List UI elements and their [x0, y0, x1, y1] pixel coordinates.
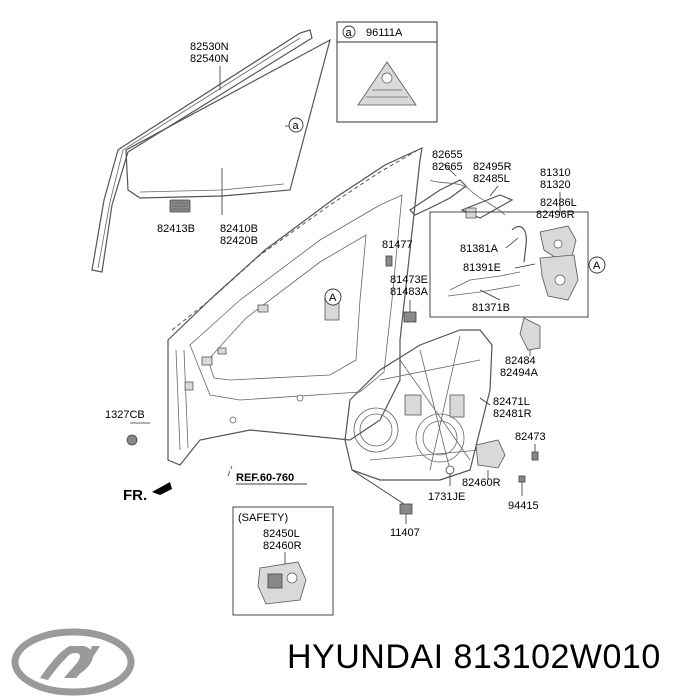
callout-82450L: 82450L	[263, 528, 300, 540]
latch-module-box: 81310 81320 82486L 82496R 81381A 81391E …	[429, 167, 589, 318]
callout-81381A: 81381A	[460, 243, 499, 255]
callout-82495R: 82495R	[473, 161, 512, 173]
outside-handle	[460, 194, 514, 219]
part-number-footer: HYUNDAI 813102W010	[287, 638, 661, 676]
ref-callout: REF.60-760	[227, 465, 310, 485]
callout-82540N: 82540N	[190, 53, 229, 65]
front-arrow: FR.	[123, 482, 172, 504]
callout-96111A: 96111A	[366, 27, 403, 39]
marker-a-glass: a	[288, 117, 304, 133]
callout-82413B: 82413B	[157, 223, 195, 235]
marker-a-door: A	[324, 288, 342, 306]
callout-81310: 81310	[540, 167, 571, 179]
glass-pad	[169, 199, 191, 213]
callout-81391E: 81391E	[463, 262, 501, 274]
svg-text:A: A	[593, 260, 601, 272]
door-frame	[167, 146, 423, 466]
safety-box: (SAFETY) 82450L 82460R	[232, 506, 334, 616]
callout-82485L: 82485L	[473, 173, 510, 185]
callout-82473: 82473	[515, 431, 546, 443]
svg-text:FR.: FR.	[123, 487, 147, 504]
callout-94415: 94415	[508, 500, 539, 512]
callout-81483A: 81483A	[390, 286, 429, 298]
window-regulator	[344, 329, 493, 481]
callout-1327CB: 1327CB	[105, 409, 145, 421]
callout-82530N: 82530N	[190, 41, 229, 53]
callout-11407: 11407	[390, 527, 420, 539]
callout-ref: REF.60-760	[236, 472, 294, 484]
callout-82665: 82665	[432, 161, 463, 173]
callout-82484: 82484	[505, 355, 536, 367]
callout-82420B: 82420B	[220, 235, 258, 247]
callout-82481R: 82481R	[493, 408, 532, 420]
callout-safety: (SAFETY)	[238, 512, 288, 524]
callout-81477: 81477	[382, 239, 413, 251]
callout-81320: 81320	[540, 179, 571, 191]
callout-82494A: 82494A	[500, 367, 539, 379]
callout-1731JE: 1731JE	[428, 491, 465, 503]
callout-82655: 82655	[432, 149, 463, 161]
callout-82460R: 82460R	[462, 477, 501, 489]
svg-text:a: a	[346, 27, 353, 39]
glass-run-channel	[91, 29, 313, 273]
callout-82410B: 82410B	[220, 223, 258, 235]
callout-81371B: 81371B	[472, 302, 510, 314]
callout-82460R-safety: 82460R	[263, 540, 302, 552]
callout-81473E: 81473E	[390, 274, 428, 286]
callout-82471L: 82471L	[493, 396, 530, 408]
hyundai-logo	[11, 628, 135, 696]
label-box: a 96111A	[336, 21, 438, 123]
latch-cable	[409, 179, 506, 216]
marker-a-latch: A	[588, 256, 606, 274]
svg-text:A: A	[329, 292, 337, 304]
callout-82496R: 82496R	[536, 209, 575, 221]
callout-82486L: 82486L	[540, 197, 577, 209]
svg-text:a: a	[293, 120, 300, 132]
